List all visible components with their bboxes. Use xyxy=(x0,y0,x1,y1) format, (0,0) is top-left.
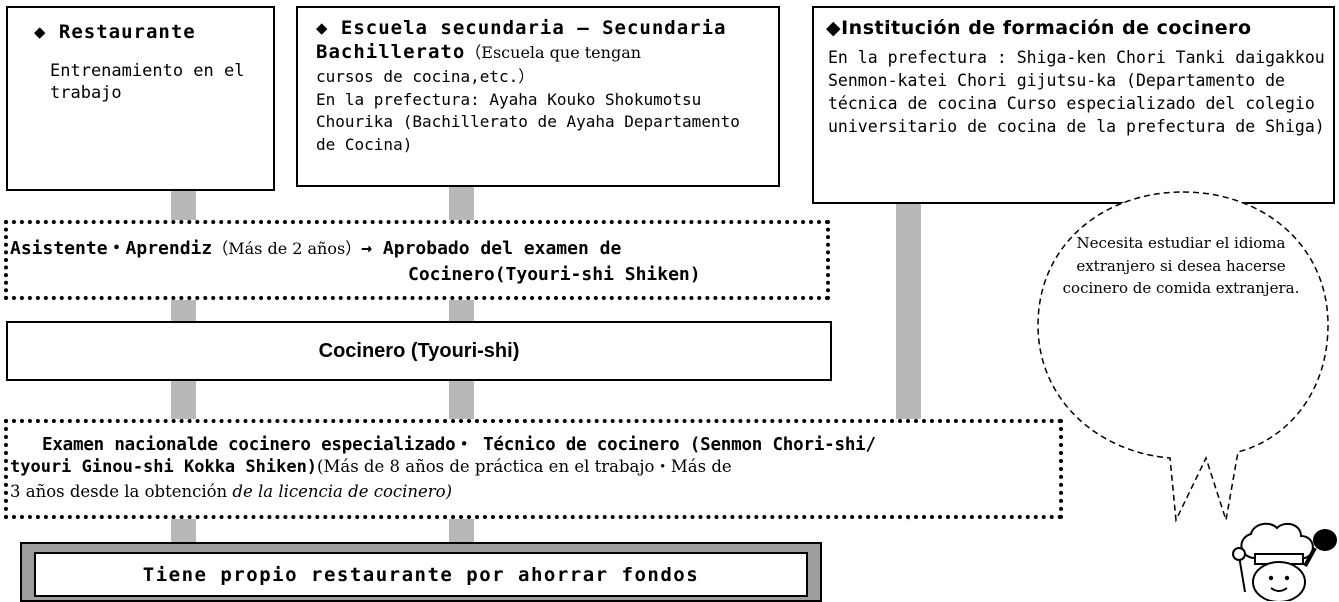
bubble-text: Necesita estudiar el idioma extranjero s… xyxy=(1062,234,1300,297)
school-title-line1: ◆ Escuela secundaria – Secundaria xyxy=(316,17,727,39)
exam-line2-normal: (Más de 8 años de práctica en el trabajo… xyxy=(317,457,732,476)
chef-illustration xyxy=(1232,522,1337,601)
speech-bubble xyxy=(1037,191,1329,523)
exam-line3-italic: de la licencia de cocinero) xyxy=(232,482,453,501)
restaurant-title: ◆ Restaurante xyxy=(34,21,196,43)
exam-line2-bold: tyouri Ginou-shi Kokka Shiken) xyxy=(10,457,318,477)
assistant-box: Asistente・Aprendiz（Más de 2 años）→ Aprob… xyxy=(4,220,830,300)
institution-body: En la prefectura : Shiga-ken Chori Tanki… xyxy=(828,48,1325,136)
school-title-line2: Bachillerato xyxy=(316,41,466,63)
assistant-role: Asistente・Aprendiz xyxy=(10,238,213,259)
institution-box: ◆Institución de formación de cocinero En… xyxy=(812,6,1335,204)
cook-label: Cocinero (Tyouri-shi) xyxy=(318,339,520,362)
school-box: ◆ Escuela secundaria – Secundaria Bachil… xyxy=(296,6,780,187)
assistant-approved: → Aprobado del examen de xyxy=(361,238,622,259)
institution-title: ◆Institución de formación de cocinero xyxy=(826,17,1252,39)
restaurant-box: ◆ Restaurante Entrenamiento en el trabaj… xyxy=(6,6,275,191)
school-title-note: （Escuela que tengan xyxy=(465,43,642,62)
exam-line3: 3 años desde la obtención de la licencia… xyxy=(10,481,452,503)
final-label: Tiene propio restaurante por ahorrar fon… xyxy=(142,563,700,586)
final-box: Tiene propio restaurante por ahorrar fon… xyxy=(34,552,808,597)
exam-line3-normal: 3 años desde la obtención xyxy=(10,482,233,501)
assistant-line1: Asistente・Aprendiz（Más de 2 años）→ Aprob… xyxy=(10,234,621,260)
assistant-line2: Cocinero(Tyouri-shi Shiken) xyxy=(408,264,701,285)
assistant-years: （Más de 2 años） xyxy=(212,239,362,258)
school-title: ◆ Escuela secundaria – Secundaria Bachil… xyxy=(316,16,776,64)
exam-box: Examen nacionalde cocinero especializado… xyxy=(4,419,1063,519)
exam-line2: tyouri Ginou-shi Kokka Shiken)(Más de 8 … xyxy=(10,456,732,478)
cook-box: Cocinero (Tyouri-shi) xyxy=(6,321,832,381)
school-body: cursos de cocina,etc.） En la prefectura:… xyxy=(316,67,740,154)
exam-line1: Examen nacionalde cocinero especializado… xyxy=(42,435,876,455)
restaurant-body: Entrenamiento en el trabajo xyxy=(50,61,245,103)
